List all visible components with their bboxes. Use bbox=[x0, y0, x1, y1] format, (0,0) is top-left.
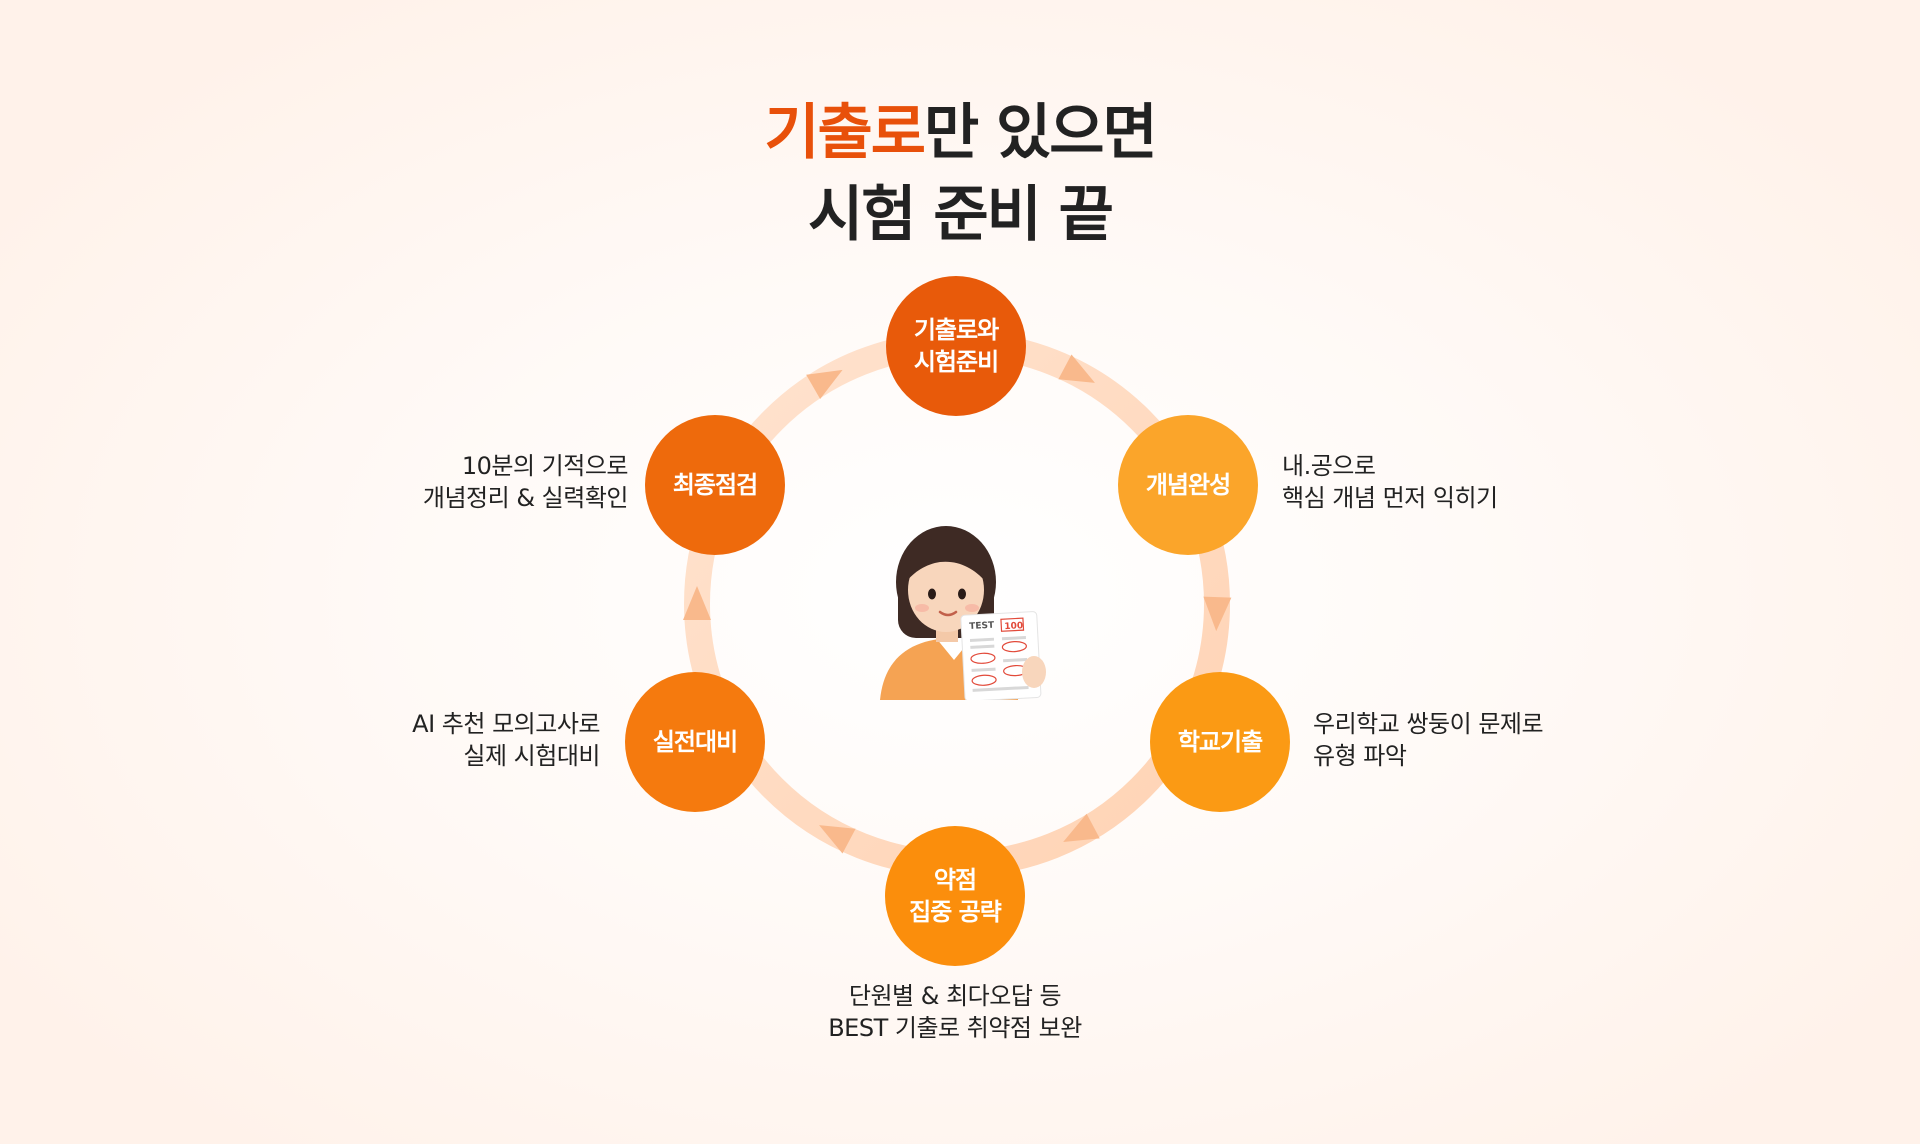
paper-line bbox=[970, 644, 995, 649]
headline: 기출로만 있으면 시험 준비 끝 bbox=[0, 92, 1920, 256]
desc-practice: AI 추천 모의고사로 실제 시험대비 bbox=[412, 710, 600, 770]
headline-line1: 기출로만 있으면 bbox=[0, 92, 1920, 174]
face bbox=[908, 548, 984, 632]
paper-line bbox=[969, 637, 995, 642]
headline-accent: 기출로 bbox=[764, 98, 926, 168]
desc-weak: 단원별 & 최다오답 등 BEST 기출로 취약점 보완 bbox=[828, 982, 1082, 1042]
paper-line bbox=[972, 685, 1029, 692]
hair-bangs bbox=[906, 536, 987, 582]
cycle-node-practice: 실전대비 bbox=[625, 672, 765, 812]
ring-arrow bbox=[806, 369, 843, 399]
test-paper: TEST 100 bbox=[960, 611, 1042, 700]
headline-line2: 시험 준비 끝 bbox=[808, 180, 1114, 250]
cycle-node-start: 기출로와 시험준비 bbox=[886, 276, 1026, 416]
smile bbox=[938, 610, 958, 617]
ring-arrow bbox=[1063, 813, 1100, 843]
paper-score: 100 bbox=[1004, 621, 1023, 632]
desc-final: 10분의 기적으로 개념정리 & 실력확인 bbox=[422, 452, 629, 512]
paper-line bbox=[971, 667, 996, 672]
paper-line bbox=[1003, 657, 1028, 663]
cycle-node-concept: 개념완성 bbox=[1118, 415, 1258, 555]
cycle-node-school: 학교기출 bbox=[1150, 672, 1290, 812]
cycle-node-final: 최종점검 bbox=[645, 415, 785, 555]
paper-circle-mark bbox=[971, 674, 997, 686]
cycle-node-weak: 약점 집중 공략 bbox=[885, 826, 1025, 966]
ring-arrow bbox=[819, 825, 856, 854]
paper-line bbox=[1001, 636, 1027, 641]
score-box bbox=[1000, 617, 1025, 632]
cheek-left bbox=[915, 604, 929, 612]
hand bbox=[1022, 656, 1046, 688]
ring-arrow bbox=[1203, 596, 1232, 632]
paper-sheet bbox=[960, 611, 1042, 700]
student-illustration: TEST 100 bbox=[880, 526, 1046, 700]
ring-arrow bbox=[683, 586, 711, 620]
desc-school: 우리학교 쌍둥이 문제로 유형 파악 bbox=[1313, 710, 1544, 770]
eye-right bbox=[958, 588, 966, 600]
paper-title: TEST bbox=[969, 621, 995, 632]
paper-circle-mark bbox=[1001, 640, 1027, 653]
paper-circle-mark bbox=[970, 652, 996, 664]
eye-left bbox=[928, 588, 936, 600]
headline-line1-rest: 만 있으면 bbox=[923, 98, 1158, 168]
ring-arrow bbox=[1058, 354, 1095, 383]
cheek-right bbox=[965, 604, 979, 612]
desc-concept: 내.공으로 핵심 개념 먼저 익히기 bbox=[1282, 452, 1498, 512]
